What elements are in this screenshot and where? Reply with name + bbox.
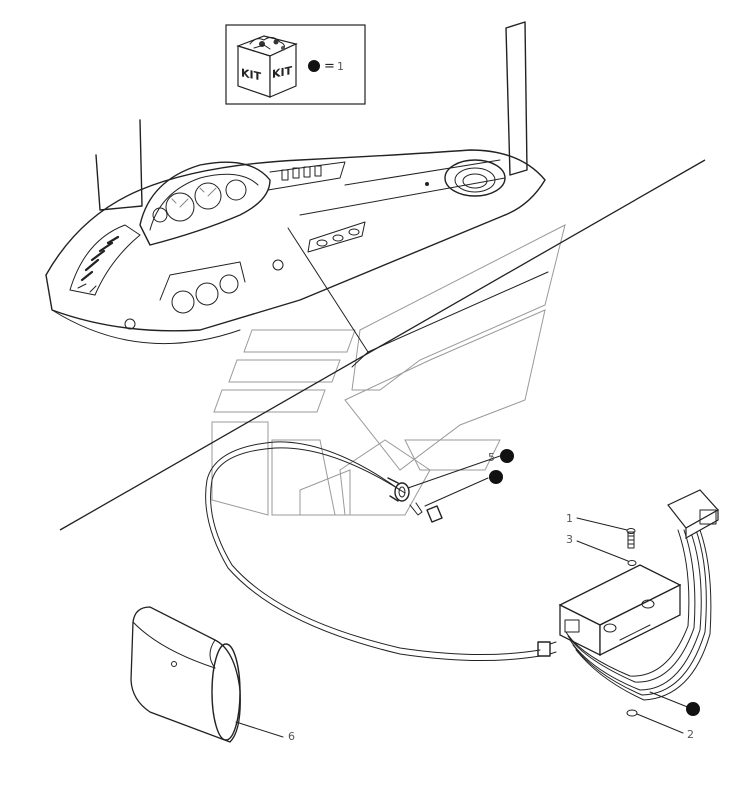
- manual-pouch: [130, 606, 241, 743]
- kit-label-right: KIT: [272, 64, 293, 81]
- dashboard-illustration: [45, 21, 546, 345]
- kit-dot-symbol: [308, 60, 320, 72]
- callout-1: 1: [566, 512, 573, 525]
- callout-5: 5: [488, 451, 495, 464]
- watermark-logo: [211, 224, 566, 516]
- callout-3: 3: [566, 533, 573, 546]
- washer: [627, 560, 637, 566]
- callout-2: 2: [687, 728, 694, 741]
- kit-equals-sign: =: [324, 59, 335, 74]
- kit-dot-marker-5: [500, 449, 514, 463]
- section-cut-line: [59, 159, 706, 531]
- kit-legend: KIT KIT = 1: [225, 24, 366, 105]
- nut: [626, 709, 638, 717]
- kit-quantity: 1: [337, 60, 344, 73]
- cable-wire: [210, 447, 541, 656]
- kit-box-icon: KIT KIT: [236, 35, 298, 98]
- callout-6: 6: [288, 730, 295, 743]
- bolt: [626, 528, 636, 549]
- wire-harness: [565, 489, 719, 701]
- kit-dot-marker-key: [489, 470, 503, 484]
- kit-dot-marker-harness: [686, 702, 700, 716]
- kit-label-left: KIT: [241, 66, 262, 83]
- control-unit: [558, 564, 682, 657]
- cable-connector: [537, 641, 557, 657]
- key-switch: [387, 477, 443, 523]
